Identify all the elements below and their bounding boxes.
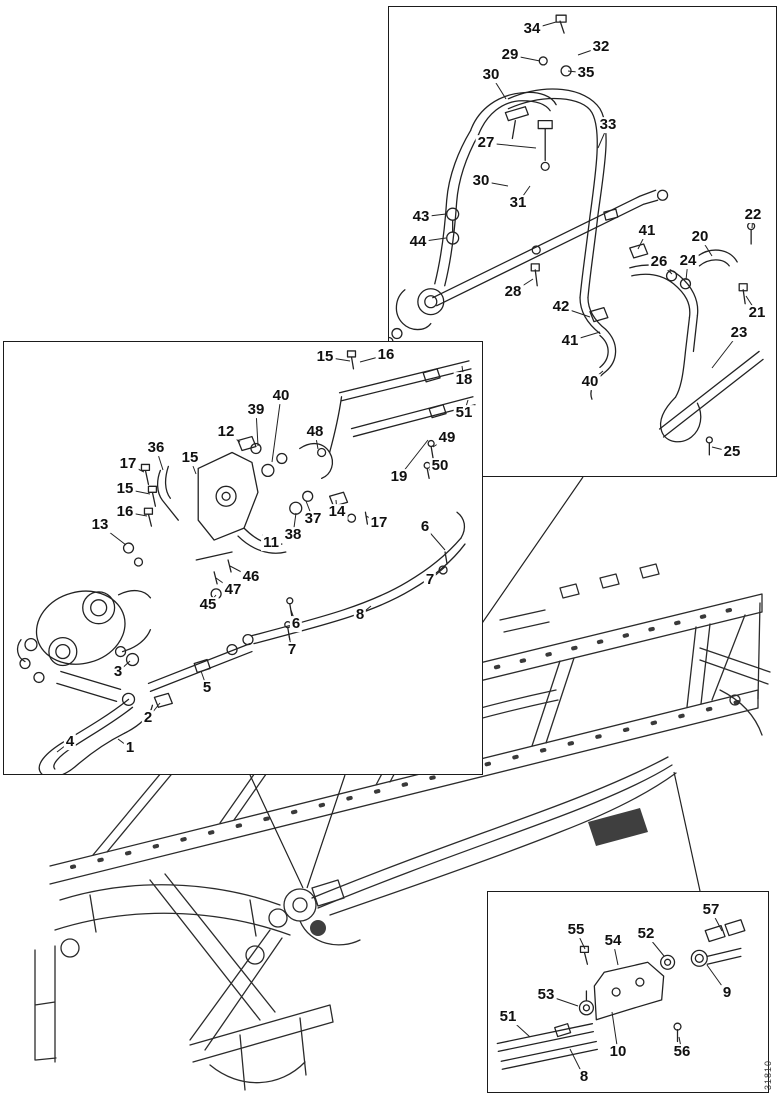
inset-bracket-assembly — [487, 891, 769, 1093]
figure-code: 31810 — [763, 1059, 773, 1090]
bracket-assembly-art — [496, 919, 746, 1070]
pump-assembly-art — [16, 350, 476, 774]
inset-pump-assembly — [3, 341, 483, 775]
hose-assembly-art — [389, 14, 764, 456]
